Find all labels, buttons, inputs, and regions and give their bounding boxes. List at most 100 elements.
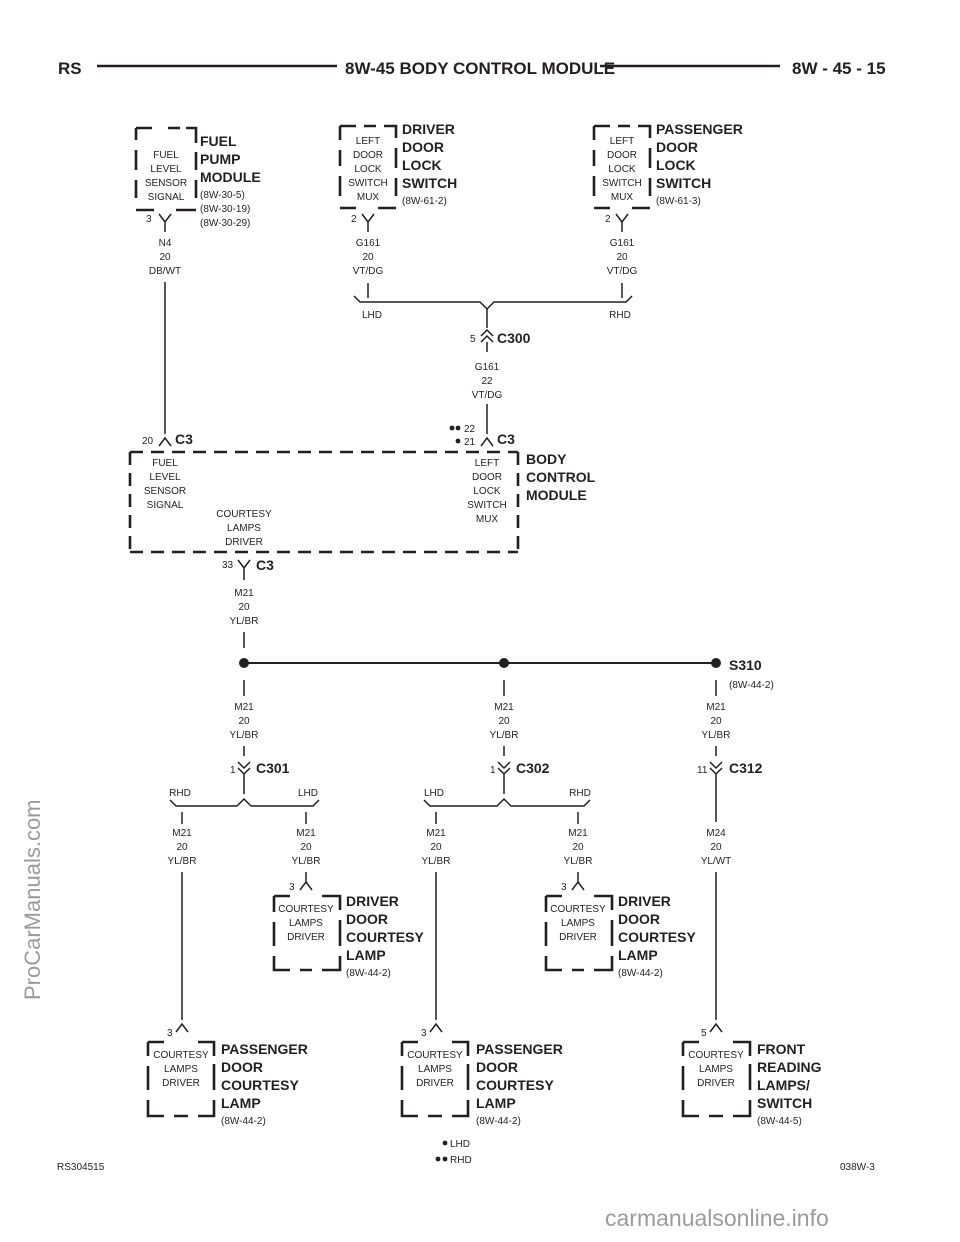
component-title: LAMP [476, 1095, 516, 1111]
connector-id: C302 [516, 760, 550, 776]
pin-label: LAMPS [227, 523, 261, 534]
pin-label: SWITCH [467, 500, 506, 511]
pin-label: SWITCH [348, 178, 387, 189]
component-title: SWITCH [656, 175, 711, 191]
reference: (8W-44-2) [729, 680, 774, 691]
pin-number: 3 [167, 1028, 173, 1039]
component-title: SWITCH [402, 175, 457, 191]
wire-gauge: 20 [710, 716, 722, 727]
pin-label: COURTESY [278, 904, 334, 915]
component-title: MODULE [200, 169, 261, 185]
connector-id: C3 [497, 431, 515, 447]
component-title: COURTESY [476, 1077, 554, 1093]
wire-color: YL/BR [564, 856, 593, 867]
pin-label: LAMPS [164, 1064, 198, 1075]
component-title: LAMPS/ [757, 1077, 810, 1093]
wire-gauge: 20 [300, 842, 312, 853]
legend-rhd: RHD [450, 1155, 472, 1166]
wire-color: YL/BR [168, 856, 197, 867]
component-title: MODULE [526, 487, 587, 503]
pin-number: 11 [697, 765, 708, 776]
wire-code: G161 [475, 362, 500, 373]
connector-id: C312 [729, 760, 763, 776]
pin-label: LAMPS [699, 1064, 733, 1075]
splice-label: LHD [424, 788, 444, 799]
reference: (8W-44-2) [476, 1116, 521, 1127]
wire-gauge: 20 [616, 252, 628, 263]
connector-id: C301 [256, 760, 290, 776]
pin-label: DRIVER [225, 537, 263, 548]
legend-lhd: LHD [450, 1139, 470, 1150]
splice-s310: S310 (8W-44-2) [239, 657, 774, 691]
pin-label: LAMPS [418, 1064, 452, 1075]
pin-label: MUX [357, 192, 380, 203]
pin-number: 5 [701, 1028, 707, 1039]
pin-number: 3 [561, 882, 567, 893]
pin-label: LEFT [475, 458, 499, 469]
wire-color: VT/DG [607, 266, 638, 277]
component-title: PUMP [200, 151, 240, 167]
wire-color: DB/WT [149, 266, 181, 277]
component-title: COURTESY [221, 1077, 299, 1093]
component-title: PASSENGER [476, 1041, 563, 1057]
drawing-number: 038W-3 [840, 1162, 875, 1173]
c300-junction: 5 C300 G161 22 VT/DG [353, 295, 633, 434]
reference: (8W-44-2) [346, 968, 391, 979]
pin-label: LAMPS [289, 918, 323, 929]
pin-label: COURTESY [407, 1050, 463, 1061]
pin-label: LEFT [356, 136, 380, 147]
wire-code: M21 [234, 588, 254, 599]
component-title: DOOR [476, 1059, 518, 1075]
pin-label: DRIVER [697, 1078, 735, 1089]
pin-number: 3 [289, 882, 295, 893]
reference: (8W-44-2) [221, 1116, 266, 1127]
component-title: DOOR [402, 139, 444, 155]
component-title: DRIVER [618, 893, 671, 909]
reference: (8W-44-2) [618, 968, 663, 979]
component-title: LOCK [402, 157, 442, 173]
pin-label: SENSOR [145, 178, 187, 189]
pin-label: COURTESY [153, 1050, 209, 1061]
pin-number: 3 [421, 1028, 427, 1039]
wire-gauge: 20 [176, 842, 188, 853]
wire-code: G161 [610, 238, 635, 249]
pin-label: LOCK [354, 164, 382, 175]
component-title: PASSENGER [656, 121, 743, 137]
wire-code: M21 [568, 828, 588, 839]
pin-label: SWITCH [602, 178, 641, 189]
component-title: READING [757, 1059, 822, 1075]
component-title: LAMP [221, 1095, 261, 1111]
pin-number: 20 [142, 436, 154, 447]
pin-number-lhd: 21 [464, 437, 476, 448]
wire-code: G161 [356, 238, 381, 249]
wire-code: M21 [426, 828, 446, 839]
body-control-module: 20 C3 22 21 C3 FUEL LEVEL SENSOR SIGNAL … [128, 424, 596, 648]
pin-label: SIGNAL [147, 500, 184, 511]
driver-door-lock-switch: LEFT DOOR LOCK SWITCH MUX DRIVER DOOR LO… [338, 121, 457, 321]
pin-label: LAMPS [561, 918, 595, 929]
splice-label: LHD [298, 788, 318, 799]
driver-door-courtesy-lamp-right: 3 COURTESY LAMPS DRIVER DRIVER DOOR COUR… [544, 882, 696, 979]
component-title: FUEL [200, 133, 237, 149]
wire-gauge: 22 [481, 376, 493, 387]
wire-code: M21 [296, 828, 316, 839]
wire-color: YL/BR [292, 856, 321, 867]
pin-label: MUX [476, 514, 499, 525]
splice-label: RHD [569, 788, 591, 799]
wire-gauge: 20 [498, 716, 510, 727]
reference: (8W-30-19) [200, 204, 250, 215]
reference: (8W-44-5) [757, 1116, 802, 1127]
wire-gauge: 20 [238, 716, 250, 727]
branch-c301: M21 20 YL/BR 1 C301 RHD LHD M21 20 YL/BR… [168, 680, 321, 1020]
page-title: 8W-45 BODY CONTROL MODULE [345, 59, 615, 78]
connector-id: C300 [497, 330, 531, 346]
page-header: RS 8W-45 BODY CONTROL MODULE 8W - 45 - 1… [58, 59, 886, 78]
pin-label: SENSOR [144, 486, 186, 497]
component-title: DOOR [346, 911, 388, 927]
wire-color: YL/BR [230, 730, 259, 741]
pin-label: MUX [611, 192, 634, 203]
wire-color: YL/BR [702, 730, 731, 741]
watermark-bottom: carmanualsonline.info [605, 1205, 829, 1231]
reference: (8W-30-29) [200, 218, 250, 229]
